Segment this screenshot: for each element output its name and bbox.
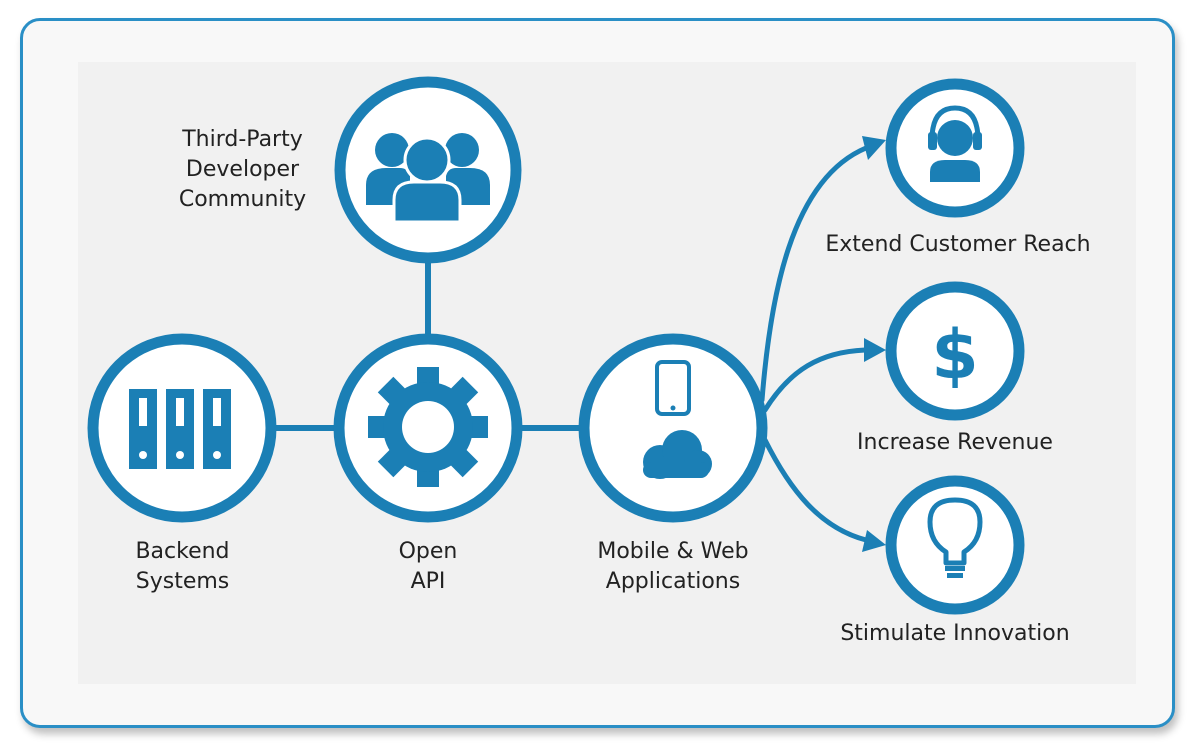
label-increase-revenue: Increase Revenue <box>857 430 1053 455</box>
label-mobile-web: Mobile & Web Applications <box>597 539 749 594</box>
people-group-icon <box>366 133 490 224</box>
node-open-api <box>333 333 523 523</box>
node-increase-revenue: $ <box>885 281 1025 421</box>
server-binders-icon <box>129 389 231 469</box>
headset-person-icon <box>928 105 982 182</box>
node-stimulate-innovation <box>885 475 1025 615</box>
label-open-api: Open API <box>398 539 458 594</box>
label-stimulate-innovation: Stimulate Innovation <box>840 621 1070 646</box>
label-backend-systems: Backend Systems <box>135 539 230 594</box>
arrow-innovation <box>762 437 869 543</box>
outcome-arrows <box>759 136 886 552</box>
cloud-icon <box>643 430 712 479</box>
connectors <box>272 250 582 431</box>
node-mobile-web <box>578 333 768 523</box>
arrow-revenue <box>762 347 868 413</box>
label-developer-community: Third-Party Developer Community <box>178 127 307 212</box>
label-customer-reach: Extend Customer Reach <box>825 232 1091 257</box>
lightbulb-icon <box>927 497 983 578</box>
arrowhead-revenue <box>864 338 886 362</box>
node-backend-systems <box>87 333 277 523</box>
arrowhead-customer-reach <box>862 136 886 160</box>
dollar-icon: $ <box>931 316 978 395</box>
phone-icon <box>655 360 691 416</box>
node-developer-community <box>334 76 522 264</box>
phone-cloud-icon <box>643 360 712 479</box>
gear-icon <box>368 367 488 487</box>
arrow-customer-reach <box>759 145 869 403</box>
node-customer-reach <box>885 78 1025 218</box>
arrowhead-innovation <box>862 530 886 552</box>
